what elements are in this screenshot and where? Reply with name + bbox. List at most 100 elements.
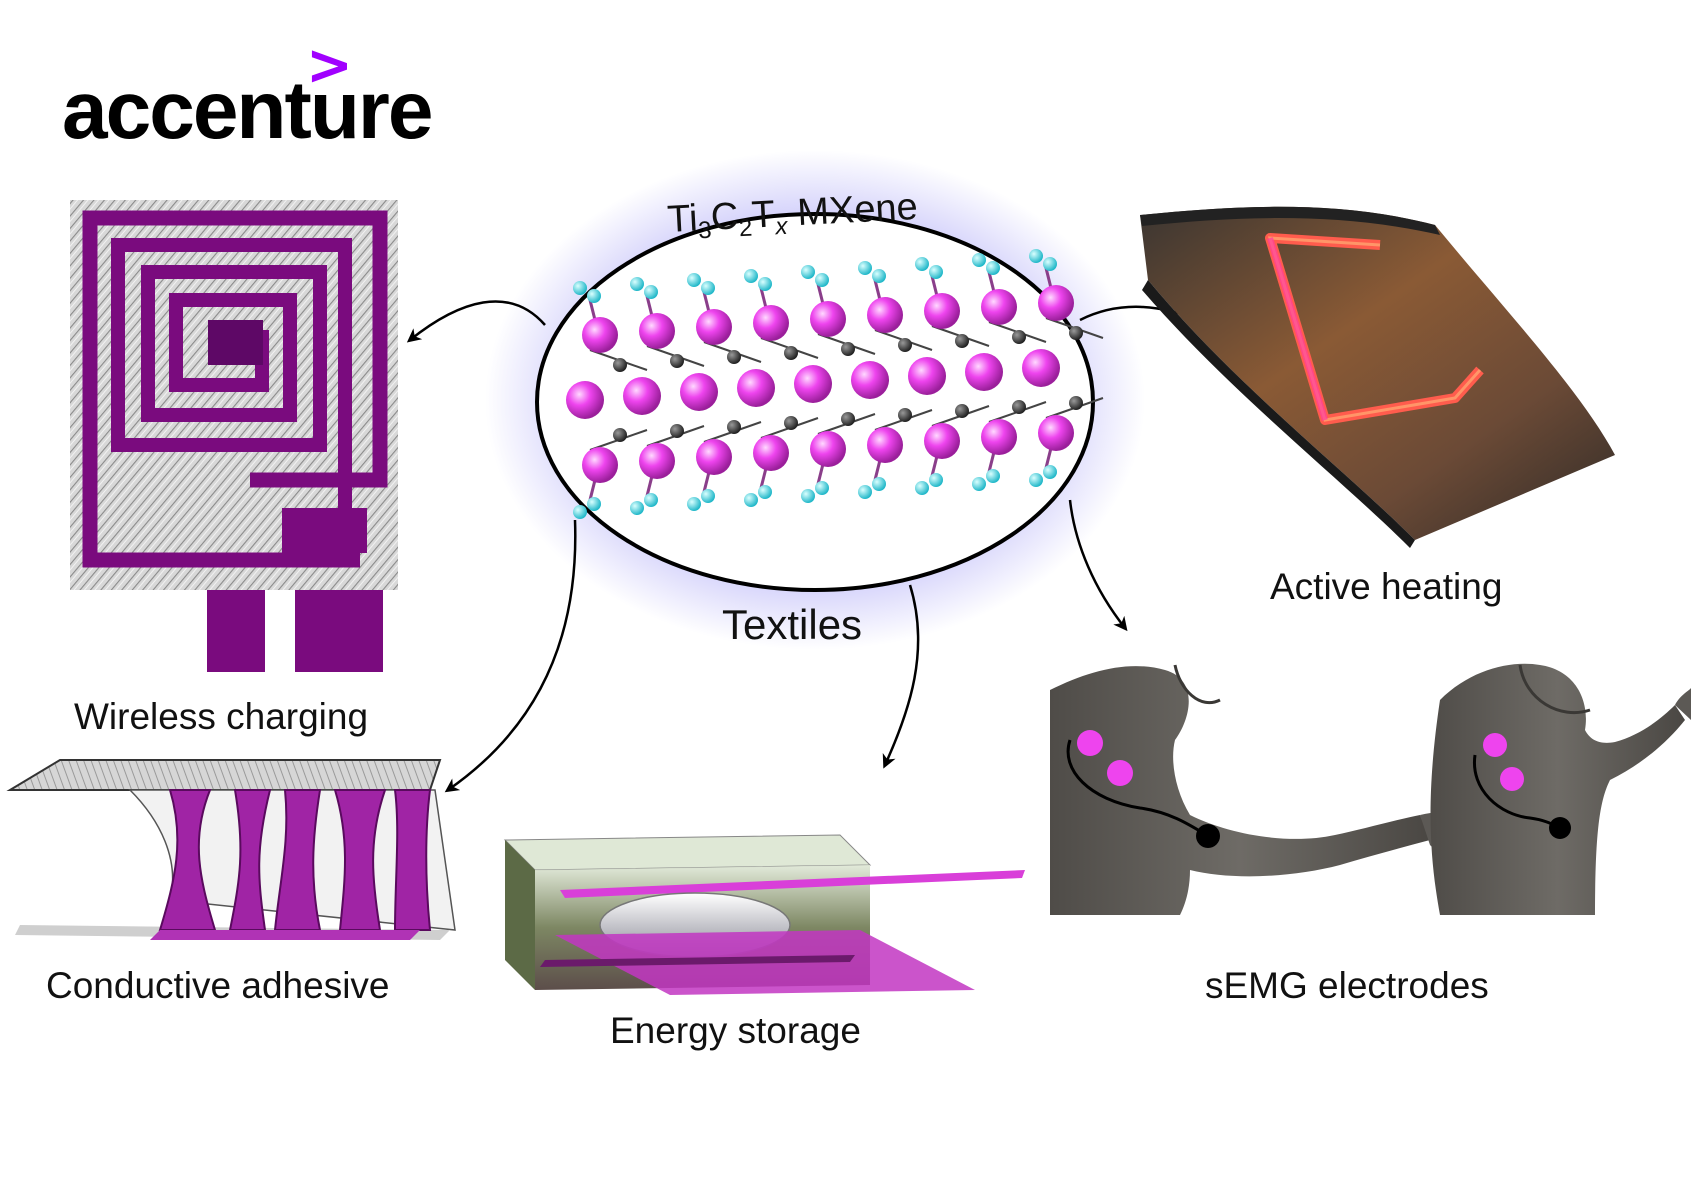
terminal-atom [758, 277, 772, 291]
titanium-atom [753, 435, 789, 471]
terminal-atom [858, 485, 872, 499]
terminal-atom [587, 497, 601, 511]
label-conductive-adhesive: Conductive adhesive [46, 965, 390, 1006]
accenture-logo: accenture [62, 65, 433, 156]
terminal-atom [801, 265, 815, 279]
titanium-atom [566, 381, 604, 419]
terminal-atom [872, 477, 886, 491]
carbon-atom [898, 408, 912, 422]
label-active-heating: Active heating [1270, 566, 1503, 607]
label-energy-storage: Energy storage [610, 1010, 861, 1051]
terminal-atom [758, 485, 772, 499]
energy-storage-cell [503, 834, 1025, 995]
carbon-atom [955, 334, 969, 348]
carbon-atom [841, 342, 855, 356]
carbon-atom [613, 358, 627, 372]
atom-lattice [566, 249, 1104, 519]
terminal-atom [915, 257, 929, 271]
titanium-atom [981, 419, 1017, 455]
arrow-to-energy-storage [882, 584, 920, 769]
terminal-atom [815, 273, 829, 287]
carbon-atom [784, 346, 798, 360]
titanium-atom [753, 305, 789, 341]
semg-figure-left [1050, 664, 1478, 915]
conductive-adhesive-illustration [6, 759, 456, 940]
titanium-atom [582, 447, 618, 483]
titanium-atom [867, 297, 903, 333]
terminal-atom [972, 477, 986, 491]
titanium-atom [680, 373, 718, 411]
terminal-atom [687, 497, 701, 511]
titanium-atom [639, 313, 675, 349]
carbon-atom [1012, 330, 1026, 344]
titanium-atom [924, 423, 960, 459]
arrow-to-wireless-charging [406, 300, 546, 343]
terminal-atom [986, 261, 1000, 275]
terminal-atom [858, 261, 872, 275]
active-heating-element [1140, 206, 1615, 548]
label-wireless-charging: Wireless charging [74, 696, 369, 737]
titanium-atom [639, 443, 675, 479]
terminal-atom [644, 493, 658, 507]
terminal-atom [872, 269, 886, 283]
semg-figure-right [1430, 663, 1691, 915]
terminal-atom [573, 281, 587, 295]
titanium-atom [908, 357, 946, 395]
material-sub-x: x [774, 213, 789, 241]
carbon-atom [1012, 400, 1026, 414]
material-c: C [710, 195, 740, 238]
terminal-atom [915, 481, 929, 495]
terminal-atom [644, 285, 658, 299]
wireless-charging-coil [70, 200, 398, 672]
terminal-atom [1043, 257, 1057, 271]
carbon-atom [670, 354, 684, 368]
titanium-atom [810, 431, 846, 467]
carbon-atom [784, 416, 798, 430]
terminal-atom [630, 277, 644, 291]
terminal-atom [815, 481, 829, 495]
titanium-atom [696, 309, 732, 345]
terminal-atom [1029, 473, 1043, 487]
terminal-atom [573, 505, 587, 519]
material-ti: Ti [666, 197, 698, 241]
material-label: Ti3C2Tx MXene [666, 186, 919, 246]
carbon-atom [955, 404, 969, 418]
titanium-atom [1022, 349, 1060, 387]
titanium-atom [965, 353, 1003, 391]
material-sub-3: 3 [698, 217, 713, 245]
material-mxene: MXene [786, 186, 919, 235]
titanium-atom [737, 369, 775, 407]
titanium-atom [810, 301, 846, 337]
carbon-atom [727, 350, 741, 364]
carbon-atom [613, 428, 627, 442]
terminal-atom [986, 469, 1000, 483]
terminal-atom [701, 281, 715, 295]
terminal-atom [744, 493, 758, 507]
titanium-atom [582, 317, 618, 353]
terminal-atom [701, 489, 715, 503]
accenture-chevron-icon: > [306, 33, 353, 98]
titanium-atom [623, 377, 661, 415]
titanium-atom [867, 427, 903, 463]
material-t: T [751, 193, 776, 236]
titanium-atom [924, 293, 960, 329]
titanium-atom [1038, 285, 1074, 321]
carbon-atom [1069, 396, 1083, 410]
material-sub-2: 2 [738, 215, 753, 243]
carbon-atom [670, 424, 684, 438]
arrow-to-conductive-adhesive [444, 519, 577, 793]
terminal-atom [744, 269, 758, 283]
textiles-caption: Textiles [722, 601, 863, 648]
titanium-atom [851, 361, 889, 399]
connection-arrows [406, 300, 1204, 793]
titanium-atom [696, 439, 732, 475]
terminal-atom [1029, 249, 1043, 263]
carbon-atom [841, 412, 855, 426]
terminal-atom [587, 289, 601, 303]
titanium-atom [794, 365, 832, 403]
terminal-atom [972, 253, 986, 267]
titanium-atom [1038, 415, 1074, 451]
mxene-structure [485, 150, 1145, 650]
terminal-atom [929, 265, 943, 279]
